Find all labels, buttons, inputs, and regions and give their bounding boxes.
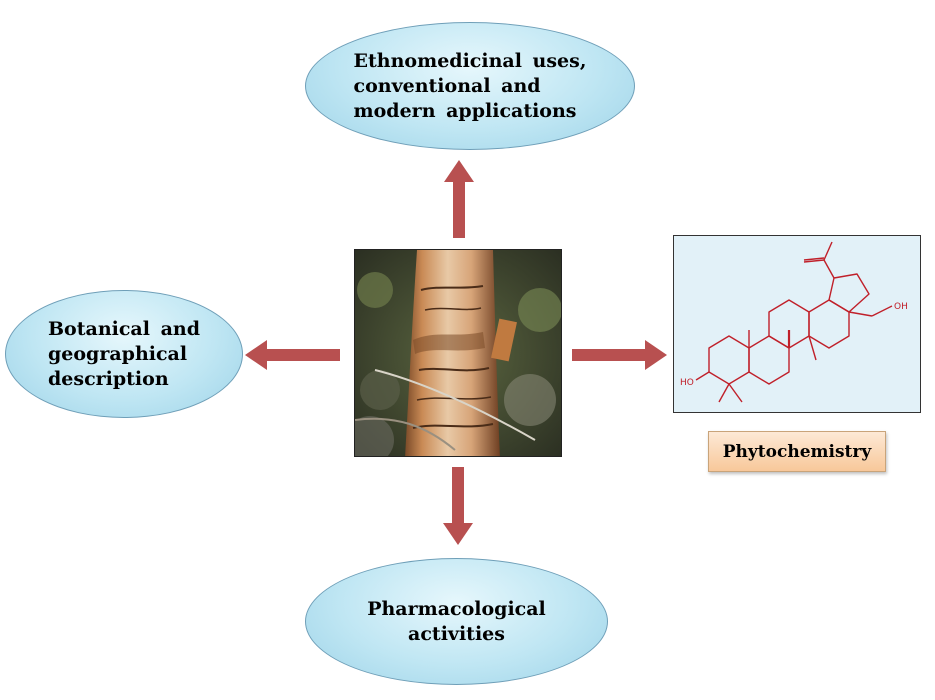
betulin-structure-icon: HO OH xyxy=(680,241,908,403)
structure-oh-label: OH xyxy=(894,302,908,312)
arrow-right xyxy=(572,340,667,370)
chemical-structure-box: HO OH xyxy=(673,235,921,413)
node-pharmacological-activities-text: Pharmacological activities xyxy=(367,597,546,645)
arrow-up xyxy=(444,160,474,238)
phytochemistry-label-text: Phytochemistry xyxy=(722,441,872,462)
phytochemistry-label: Phytochemistry xyxy=(708,431,886,472)
arrow-down xyxy=(443,467,473,545)
node-botanical-description: Botanical and geographical description xyxy=(5,290,243,418)
node-pharmacological-activities: Pharmacological activities xyxy=(305,558,608,685)
birch-bark-photo xyxy=(354,249,562,457)
node-botanical-description-text: Botanical and geographical description xyxy=(48,317,200,390)
arrow-left xyxy=(245,340,340,370)
structure-ho-label: HO xyxy=(680,378,694,388)
node-ethnomedicinal-uses-text: Ethnomedicinal uses, conventional and mo… xyxy=(353,49,587,122)
node-ethnomedicinal-uses: Ethnomedicinal uses, conventional and mo… xyxy=(305,22,635,150)
birch-bark-icon xyxy=(355,250,561,456)
